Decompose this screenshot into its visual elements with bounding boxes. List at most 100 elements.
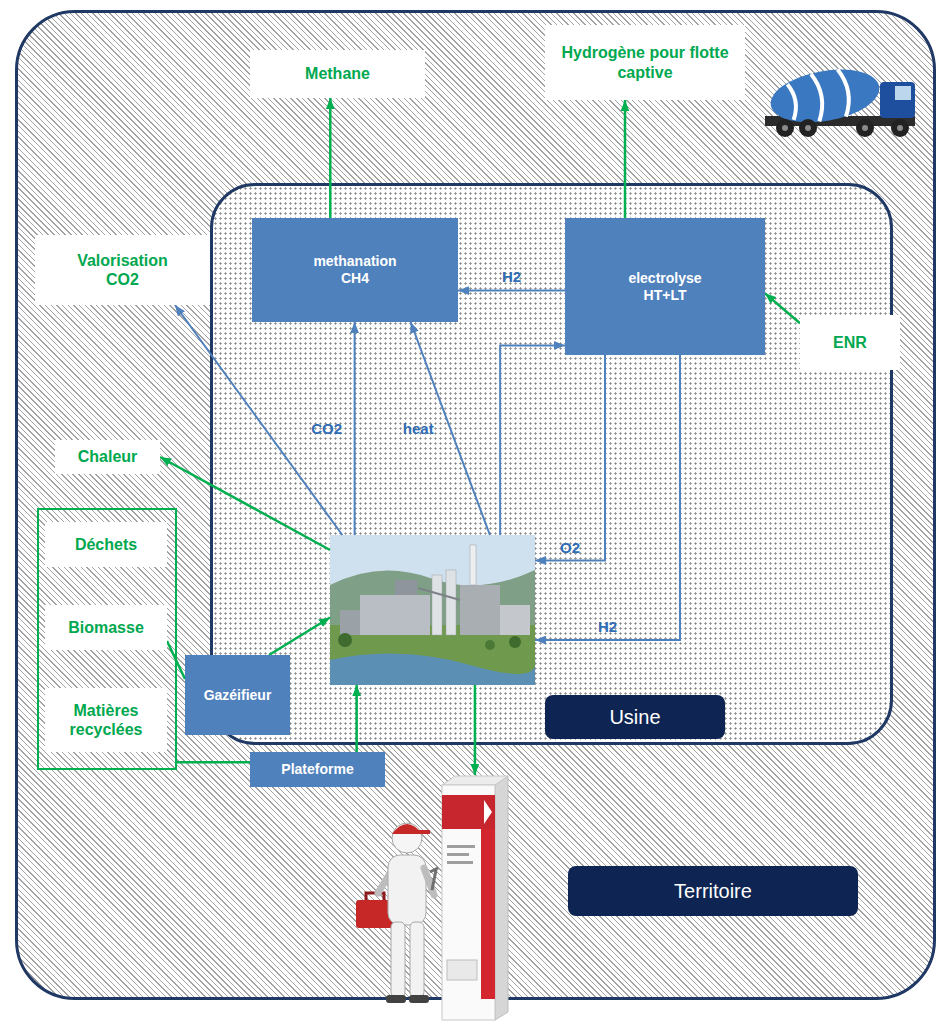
input-box: Déchets [45,522,167,567]
factory-node [330,535,535,685]
factory-photo [330,570,535,685]
flow-arrow [355,685,358,752]
flow-arrow [474,685,477,775]
product-node [440,775,508,1020]
cement-bag [481,829,495,999]
mechanic-figure [410,922,424,997]
mechanic-figure [392,824,422,834]
box-label: Plateforme [281,761,353,778]
mechanic-figure [356,823,438,1003]
factory-photo [340,610,362,635]
cement-bag [447,845,475,848]
mixer-truck [897,125,903,131]
flow-label: H2 [502,268,521,286]
process-box: methanation CH4 [252,218,458,322]
mixer-truck [838,68,853,116]
input-group: DéchetsBiomasseMatières recyclées [37,508,177,770]
mixer-truck [895,86,911,100]
input-box: ENR [800,315,900,370]
cement-bag [442,795,495,829]
mixer-truck [782,125,788,131]
flow-arrow [269,618,330,656]
mixer-truck [891,119,909,137]
box-label: Methane [305,64,370,83]
box-label: Gazéifieur [204,687,272,704]
factory-photo [330,654,535,685]
mechanic-figure [391,922,405,997]
flow-arrow [458,290,565,292]
flow-arrow [535,355,605,561]
factory-photo [446,570,456,635]
flow-label: O2 [560,539,580,557]
flow-arrow [167,641,185,679]
flow-arrow [500,345,565,535]
cement-bag [447,960,477,980]
mixer-truck [776,119,794,137]
region-label: Territoire [674,879,752,903]
cement-bag [495,776,508,1020]
mixer-truck [811,73,826,121]
mechanic-figure [418,830,430,834]
factory-photo [360,595,430,635]
cement-bag [442,785,495,1020]
mixer-truck [856,119,874,137]
flow-label: H2 [598,618,617,636]
mechanic-figure [388,855,426,925]
box-label: Hydrogène pour flotte captive [553,43,737,81]
flow-arrow [765,293,800,323]
output-box: Valorisation CO2 [35,235,210,305]
connector-group [160,98,800,775]
factory-photo [432,575,442,635]
box-label: Déchets [75,535,137,554]
factory-photo [509,636,521,648]
output-box: Hydrogène pour flotte captive [545,25,745,100]
mixer-truck [787,83,798,119]
mixer-truck [805,125,811,131]
mechanic-figure [392,823,422,853]
input-box: Biomasse [45,605,167,650]
box-label: Matières recyclées [53,701,159,739]
flow-arrow [175,305,342,535]
mechanic-figure [386,995,406,1003]
cement-bag [447,861,473,864]
cement-bag [447,853,469,856]
mixer-truck [799,119,817,137]
factory-photo [500,605,530,635]
factory-photo [485,640,495,650]
cement-bag [484,800,492,824]
factory-photo [330,535,535,685]
factory-photo [395,580,417,595]
flow-arrow [329,98,332,218]
flow-arrow [535,355,680,640]
mechanic-figure [409,995,429,1003]
output-box: Methane [250,50,425,98]
process-box: Plateforme [250,752,385,787]
flow-arrow [160,457,330,550]
flow-arrow [177,761,250,764]
flow-arrow [624,100,627,218]
region-badge: Usine [545,695,725,739]
flow-label: CO2 [311,420,342,438]
region-badge: Territoire [568,866,858,916]
input-box: Matières recyclées [45,688,167,752]
mixer-truck [862,125,868,131]
process-box: Gazéifieur [185,655,290,735]
factory-photo [330,535,535,685]
box-label: Valorisation CO2 [65,251,180,289]
mixer-truck [880,82,915,118]
region-label: Usine [609,705,660,729]
process-box: electrolyse HT+LT [565,218,765,355]
box-label: Chaleur [78,447,138,466]
mixer-truck [765,62,915,137]
box-label: methanation CH4 [305,253,405,287]
plant-region: Usine methanation CH4 electrolyse HT+LT [210,183,893,745]
output-box: Chaleur [55,440,160,474]
box-label: ENR [833,333,867,352]
factory-photo [338,633,352,647]
cement-bag [442,776,508,785]
factory-photo [418,588,460,600]
factory-photo [470,545,476,585]
flow-arrow [354,322,356,535]
factory-photo [460,585,500,635]
